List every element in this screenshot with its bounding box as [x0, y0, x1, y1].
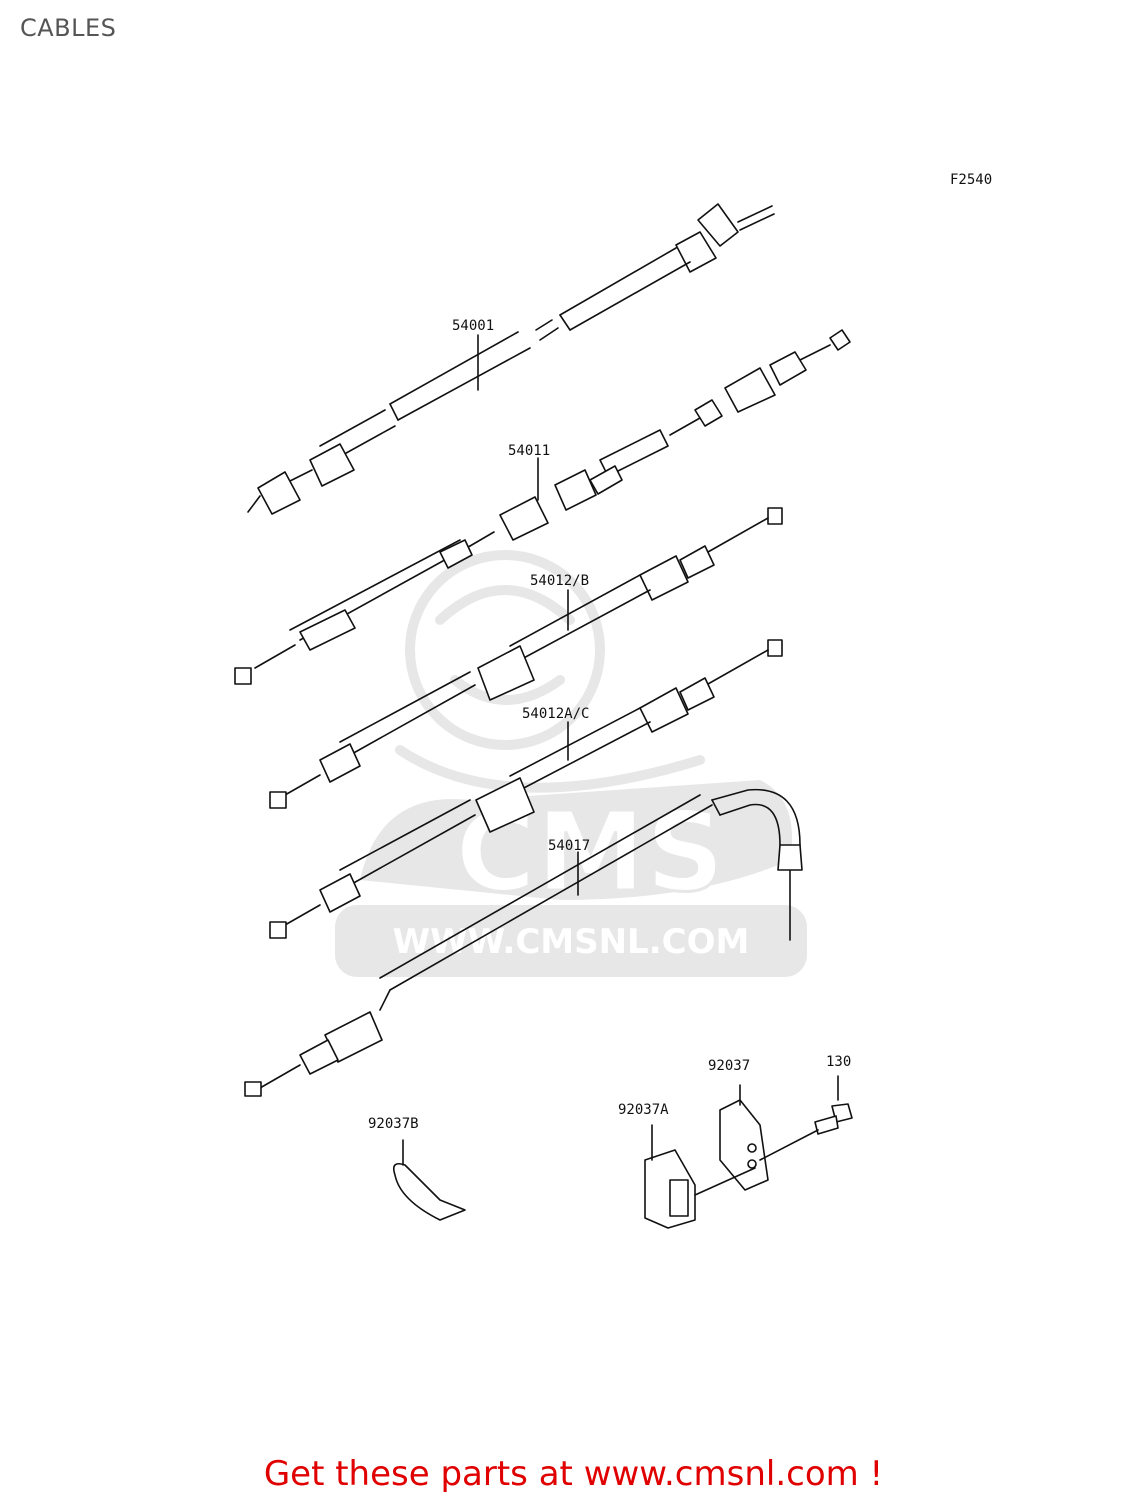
- part-label-130: 130: [826, 1054, 851, 1070]
- watermark-logo-text: CMS: [455, 788, 724, 916]
- mascot-watermark-icon: [395, 550, 705, 793]
- watermark-url-text: WWW.CMSNL.COM: [393, 922, 750, 962]
- part-label-54012b: 54012/B: [530, 573, 589, 589]
- part-label-54001: 54001: [452, 318, 494, 334]
- watermark-logo-swoosh: [360, 780, 792, 900]
- part-label-54011: 54011: [508, 443, 550, 459]
- wire-clip: [392, 1139, 466, 1221]
- upper-cable-adjuster: [589, 429, 669, 495]
- figure-code: F2540: [950, 172, 992, 188]
- bolt: [759, 1075, 853, 1161]
- upper-cable: [234, 329, 851, 685]
- part-label-92037b: 92037B: [368, 1116, 419, 1132]
- throttle-cable-ac: [269, 639, 783, 939]
- upper-cable-end-fitting: [724, 329, 851, 413]
- promo-link[interactable]: www.cmsnl.com: [583, 1454, 859, 1494]
- page-title: CABLES: [20, 14, 117, 42]
- throttle-cable-b: [269, 507, 783, 809]
- speedometer-cable: [247, 203, 775, 515]
- part-label-54017: 54017: [548, 838, 590, 854]
- part-label-92037a: 92037A: [618, 1102, 669, 1118]
- watermark-url-box: [335, 905, 807, 977]
- cable-clamp: [719, 1084, 769, 1191]
- cable-clamp-a: [644, 1124, 756, 1229]
- choke-cable: [244, 788, 803, 1097]
- promo-banner: Get these parts at www.cmsnl.com !: [0, 1454, 1147, 1494]
- promo-suffix: !: [858, 1454, 884, 1494]
- part-label-54012ac: 54012A/C: [522, 706, 589, 722]
- part-label-92037: 92037: [708, 1058, 750, 1074]
- speedometer-cable-lower-nut: [247, 471, 301, 515]
- watermark: CMS WWW.CMSNL.COM: [335, 550, 807, 977]
- speedometer-cable-upper-nut: [697, 203, 775, 247]
- promo-prefix: Get these parts at: [263, 1454, 584, 1494]
